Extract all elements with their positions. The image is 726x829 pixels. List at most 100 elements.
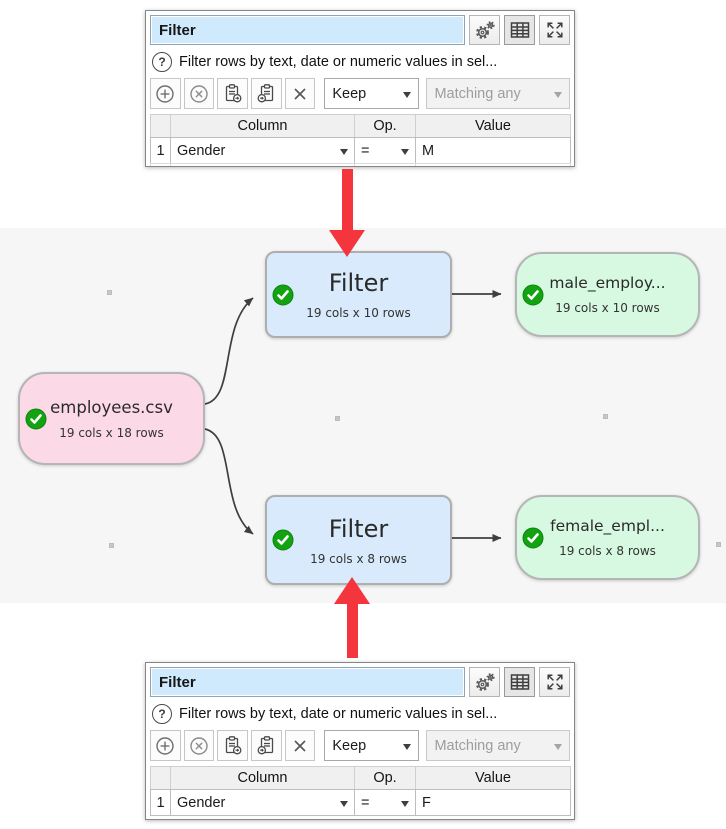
header-op: Op. <box>354 766 416 790</box>
clipboard-paste-icon <box>257 84 273 103</box>
matching-mode-select: Matching any <box>426 730 570 761</box>
status-ok-icon <box>25 408 47 429</box>
clipboard-paste-icon <box>257 736 273 755</box>
remove-filter-row-button[interactable] <box>183 730 215 761</box>
add-filter-row-button[interactable] <box>150 730 181 761</box>
paste-criteria-button[interactable] <box>251 78 282 109</box>
grid-dot <box>603 414 608 419</box>
status-ok-icon <box>272 529 294 551</box>
clipboard-copy-icon <box>226 736 242 755</box>
header-gutter <box>150 114 171 138</box>
delete-criteria-button[interactable] <box>284 730 316 761</box>
paste-criteria-button[interactable] <box>251 730 282 761</box>
operator-select-value: = <box>361 142 370 159</box>
column-select[interactable]: Gender <box>170 789 355 816</box>
copy-criteria-button[interactable] <box>217 78 249 109</box>
chevron-down-icon <box>554 91 562 102</box>
x-circle-icon <box>190 736 208 755</box>
node-filter-female[interactable]: Filter 19 cols x 8 rows <box>265 495 452 585</box>
gear-icon <box>475 673 495 691</box>
chevron-down-icon <box>403 743 412 754</box>
help-icon[interactable]: ? <box>152 52 172 72</box>
header-column: Column <box>170 114 355 138</box>
expand-panel-button[interactable] <box>539 667 570 697</box>
table-icon <box>510 22 529 38</box>
clipboard-copy-icon <box>226 84 242 103</box>
chevron-down-icon <box>340 148 348 159</box>
matching-select-value: Matching any <box>434 85 521 102</box>
transform-name-input[interactable]: Filter <box>150 15 465 45</box>
connection-edges <box>204 290 502 542</box>
header-value: Value <box>415 766 571 790</box>
operator-select[interactable]: = <box>354 137 416 164</box>
status-ok-icon <box>522 284 544 305</box>
options-gear-button[interactable] <box>469 667 500 697</box>
remove-filter-row-button[interactable] <box>183 78 215 109</box>
delete-criteria-button[interactable] <box>284 78 316 109</box>
chevron-down-icon <box>401 800 409 811</box>
filter-criteria-row: 1 Gender = M <box>150 137 571 164</box>
chevron-down-icon <box>340 800 348 811</box>
row-number[interactable]: 1 <box>150 137 171 164</box>
value-input[interactable]: F <box>415 789 571 816</box>
column-select-value: Gender <box>177 794 226 811</box>
keep-remove-select[interactable]: Keep <box>324 78 420 109</box>
grid-dot <box>335 416 340 421</box>
expand-panel-button[interactable] <box>539 15 570 45</box>
keep-select-value: Keep <box>332 737 367 754</box>
x-circle-icon <box>190 84 208 103</box>
value-input[interactable]: M <box>415 137 571 164</box>
table-icon <box>510 674 529 690</box>
node-female-employees-output[interactable]: female_empl... 19 cols x 8 rows <box>515 495 700 580</box>
column-select[interactable]: Gender <box>170 137 355 164</box>
node-title: Filter <box>328 269 389 297</box>
plus-circle-icon <box>156 736 175 755</box>
x-icon <box>294 739 306 752</box>
status-ok-icon <box>522 527 544 548</box>
help-icon[interactable]: ? <box>152 704 172 724</box>
header-gutter <box>150 766 171 790</box>
node-dimensions: 19 cols x 8 rows <box>559 544 656 558</box>
add-filter-row-button[interactable] <box>150 78 181 109</box>
expand-icon <box>546 674 563 690</box>
node-title: female_empl... <box>550 517 665 535</box>
grid-dot <box>716 542 721 547</box>
filter-settings-panel-bottom: Filter <box>145 662 575 820</box>
table-view-button[interactable] <box>504 15 535 45</box>
node-employees-csv[interactable]: employees.csv 19 cols x 18 rows <box>18 372 205 465</box>
keep-remove-select[interactable]: Keep <box>324 730 420 761</box>
header-value: Value <box>415 114 571 138</box>
x-icon <box>294 87 306 100</box>
node-dimensions: 19 cols x 18 rows <box>59 425 164 440</box>
row-number[interactable]: 1 <box>150 789 171 816</box>
filter-criteria-row: 1 Gender = F <box>150 789 571 816</box>
node-male-employees-output[interactable]: male_employ... 19 cols x 10 rows <box>515 252 700 337</box>
matching-select-value: Matching any <box>434 737 521 754</box>
node-filter-male[interactable]: Filter 19 cols x 10 rows <box>265 251 452 338</box>
table-view-button[interactable] <box>504 667 535 697</box>
expand-icon <box>546 22 563 38</box>
flow-canvas[interactable]: employees.csv 19 cols x 18 rows Filter 1… <box>0 228 726 603</box>
transform-description: Filter rows by text, date or numeric val… <box>179 706 498 722</box>
node-title: male_employ... <box>549 274 666 292</box>
node-dimensions: 19 cols x 8 rows <box>310 551 407 566</box>
transform-description: Filter rows by text, date or numeric val… <box>179 54 498 70</box>
operator-select[interactable]: = <box>354 789 416 816</box>
status-ok-icon <box>272 284 294 305</box>
column-select-value: Gender <box>177 142 226 159</box>
matching-mode-select: Matching any <box>426 78 570 109</box>
gear-icon <box>475 21 495 39</box>
filter-settings-panel-top: Filter <box>145 10 575 167</box>
copy-criteria-button[interactable] <box>217 730 249 761</box>
header-column: Column <box>170 766 355 790</box>
clipped-row <box>150 163 171 166</box>
node-title: employees.csv <box>50 397 173 417</box>
options-gear-button[interactable] <box>469 15 500 45</box>
chevron-down-icon <box>401 148 409 159</box>
header-op: Op. <box>354 114 416 138</box>
grid-dot <box>107 290 112 295</box>
node-title: Filter <box>328 514 389 543</box>
plus-circle-icon <box>156 84 175 103</box>
transform-name-input[interactable]: Filter <box>150 667 465 697</box>
